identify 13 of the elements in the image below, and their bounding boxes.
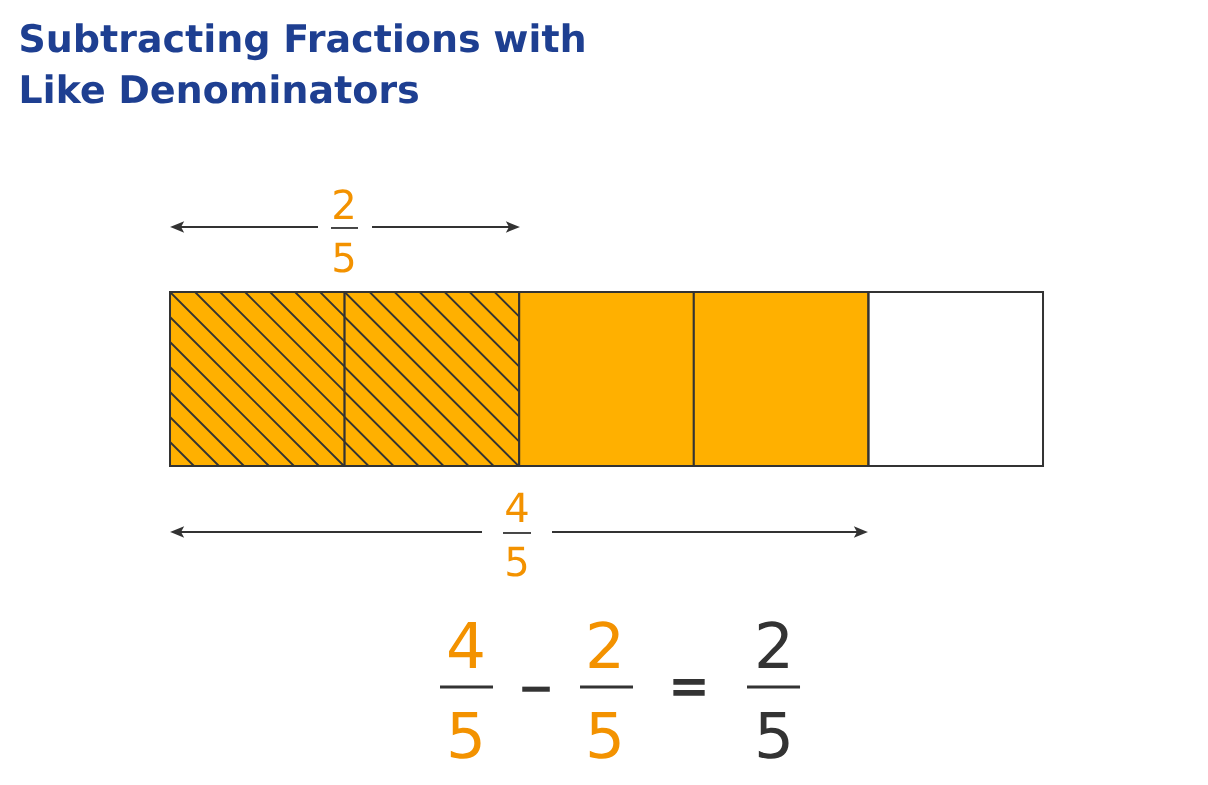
title: Subtracting Fractions with Like Denominators [21,23,584,104]
denominator: 5 [589,712,620,759]
denominator: 5 [507,546,527,577]
minus-sign: − [522,686,550,692]
numerator: 4 [506,492,528,522]
denominator: 5 [450,712,481,759]
numerator: 2 [589,621,619,668]
numerator: 2 [334,189,353,219]
equals-sign: = [673,678,705,696]
numerator: 4 [449,622,483,668]
numerator: 2 [758,621,788,668]
denominator: 5 [334,242,354,273]
denominator: 5 [758,712,789,759]
